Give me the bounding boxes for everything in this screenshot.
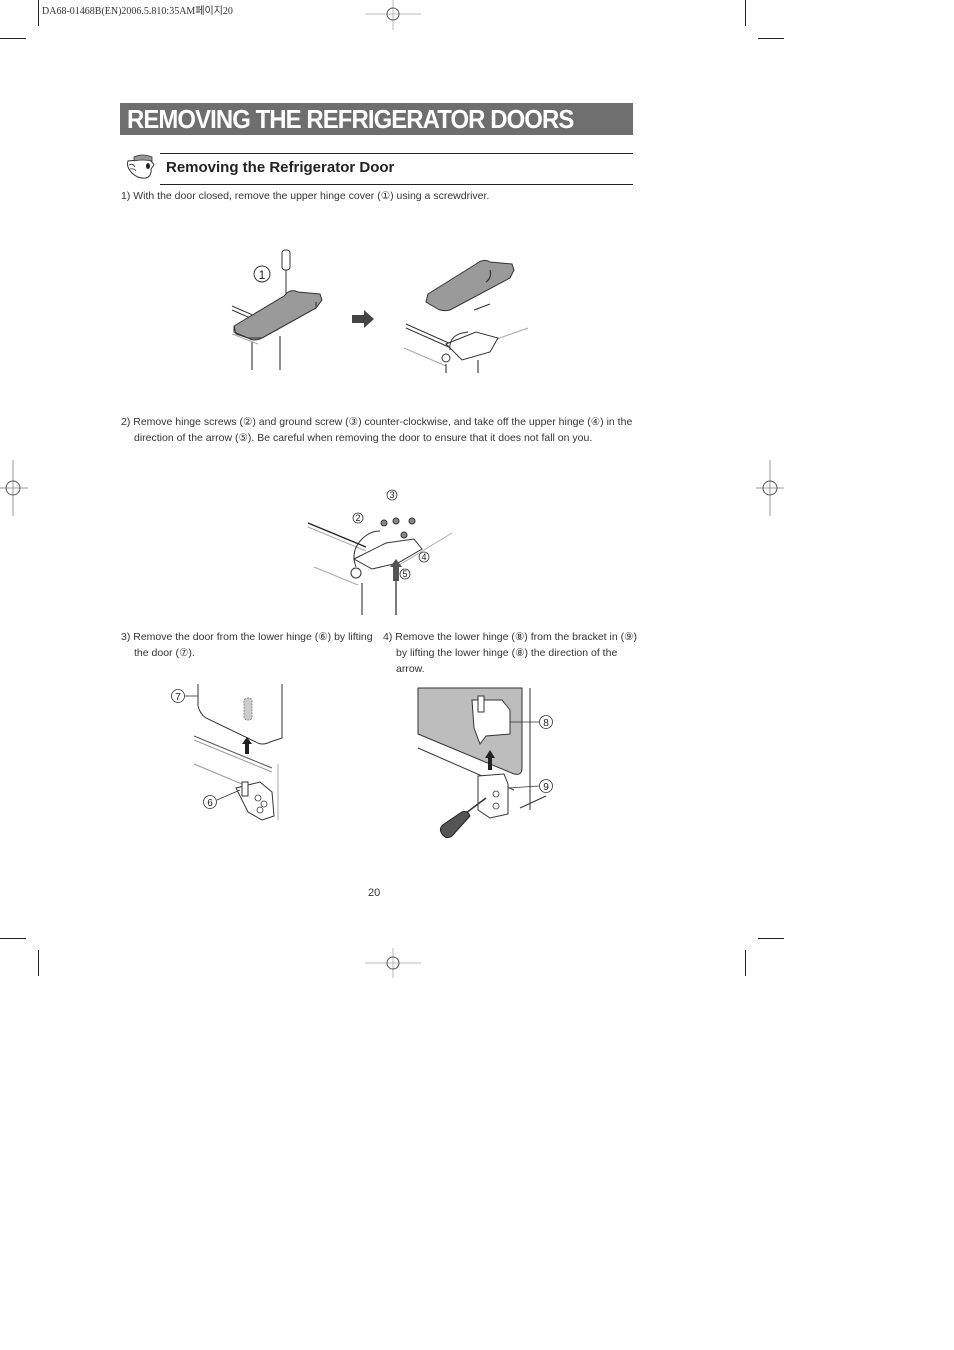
callout-8: 8 <box>543 718 549 729</box>
section-title: Removing the Refrigerator Door <box>166 159 395 176</box>
figure-3-lift-door: 7 6 <box>171 684 283 821</box>
callout-9: 9 <box>543 782 549 793</box>
step-3-text: 3) Remove the door from the lower hinge … <box>121 631 373 659</box>
figure-2-upper-hinge-screws: 2 3 4 5 <box>307 489 453 615</box>
registration-mark-right <box>756 460 784 516</box>
callout-1: 1 <box>259 268 266 282</box>
figure-4-remove-lower-hinge: 8 9 <box>417 687 553 839</box>
print-code: DA68-01468B(EN)2006.5.810:35AM페이지20 <box>42 6 233 17</box>
page-number: 20 <box>368 887 381 899</box>
registration-mark-left <box>0 460 28 516</box>
callout-4: 4 <box>421 552 426 562</box>
figure-1-upper-hinge-cover: 1 <box>231 249 529 373</box>
callout-5: 5 <box>402 569 407 579</box>
page-title-bar: REMOVING THE REFRIGERATOR DOORS <box>120 103 633 135</box>
step-2-text: 2) Remove hinge screws (②) and ground sc… <box>121 416 633 444</box>
callout-7: 7 <box>175 692 181 703</box>
registration-mark-top <box>365 0 421 30</box>
mascot-icon <box>127 154 155 179</box>
callout-2: 2 <box>355 513 360 523</box>
callout-3: 3 <box>389 490 394 500</box>
right-arrow-icon <box>352 310 374 328</box>
section-header: Removing the Refrigerator Door <box>160 153 633 185</box>
step-4-text: 4) Remove the lower hinge (⑧) from the b… <box>383 631 637 675</box>
callout-6: 6 <box>207 798 213 809</box>
step-1-text: 1) With the door closed, remove the uppe… <box>121 190 490 202</box>
page-title: REMOVING THE REFRIGERATOR DOORS <box>127 104 574 134</box>
registration-mark-bottom <box>365 948 421 978</box>
